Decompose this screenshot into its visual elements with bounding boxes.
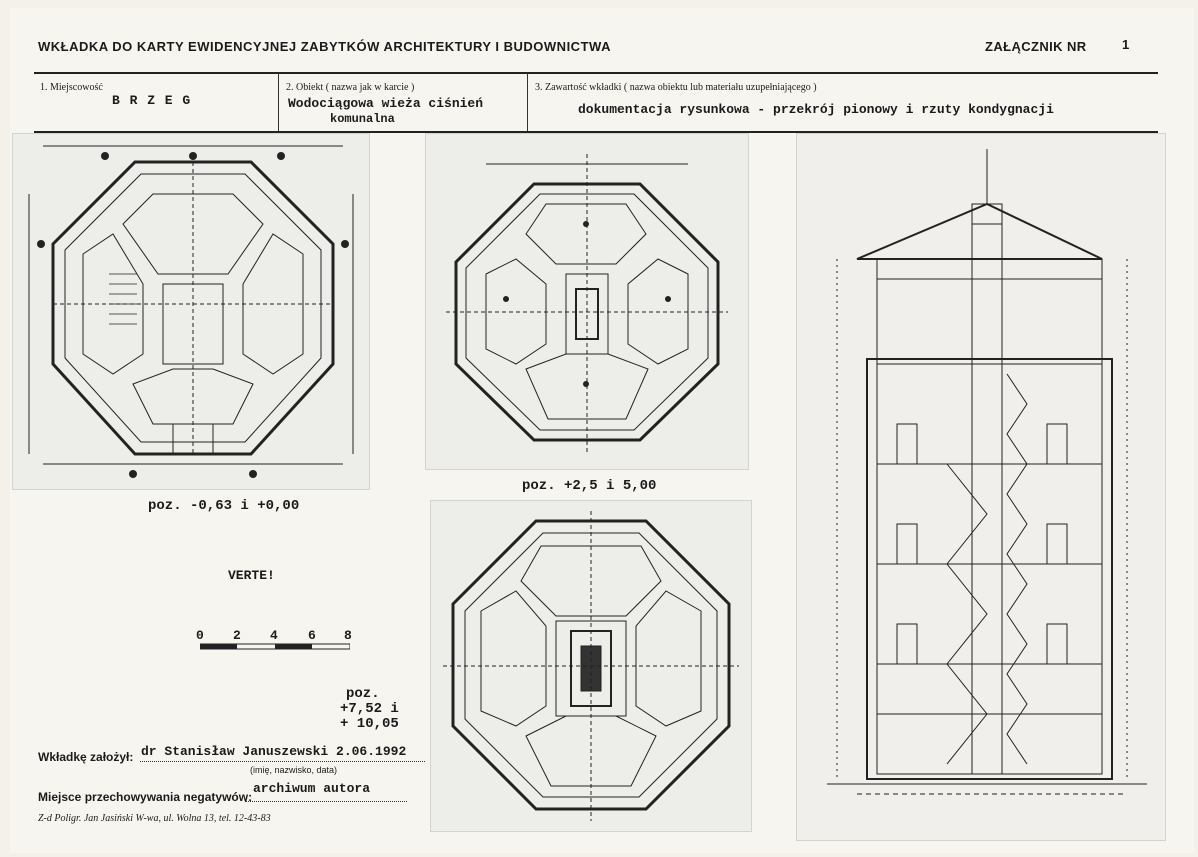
place-label: 1. Miejscowość [40,82,103,93]
floor-plan-first [425,133,749,470]
object-value-line2: komunalna [330,112,395,126]
floor-plan-upper-drawing [443,511,739,821]
scale-tick-6: 6 [308,628,316,643]
floor-plan-ground-drawing [28,145,354,478]
floor-plan-upper-caption-1: poz. [346,686,380,702]
header-rule-top [34,72,1158,74]
floor-plan-upper-caption-3: + 10,05 [340,716,399,732]
floor-plan-ground [12,133,370,490]
floor-plan-ground-caption: poz. -0,63 i +0,00 [148,498,300,514]
field-divider-1 [278,73,279,131]
object-label: 2. Obiekt ( nazwa jak w karcie ) [286,82,415,93]
scale-tick-2: 2 [233,628,241,643]
founder-value: dr Stanisław Januszewski 2.06.1992 [141,744,407,759]
document-title: WKŁADKA DO KARTY EWIDENCYJNEJ ZABYTKÓW A… [38,39,611,54]
scale-bar: 0 2 4 6 8 [196,628,352,654]
content-value: dokumentacja rysunkowa - przekrój pionow… [578,102,1054,117]
scale-tick-4: 4 [270,628,278,643]
vertical-section-drawing [827,149,1147,795]
negatives-label: Miejsce przechowywania negatywów: [38,790,253,804]
annex-label: ZAŁĄCZNIK NR [985,39,1087,54]
negatives-dotted-line [245,801,407,802]
annex-number: 1 [1122,37,1130,52]
floor-plan-first-caption: poz. +2,5 i 5,00 [522,478,657,494]
founder-label: Wkładkę założył: [38,750,134,764]
printer-imprint: Z-d Poligr. Jan Jasiński W-wa, ul. Wolna… [38,813,271,824]
floor-plan-upper-caption-2: +7,52 i [340,701,399,717]
verte-stamp: VERTE! [228,568,275,583]
content-label: 3. Zawartość wkładki ( nazwa obiektu lub… [535,82,817,93]
field-divider-2 [527,73,528,131]
floor-plan-upper [430,500,752,832]
place-value: B R Z E G [112,93,192,108]
founder-hint: (imię, nazwisko, data) [250,765,338,775]
founder-dotted-line [140,761,425,762]
vertical-section [796,133,1166,841]
object-value-line1: Wodociągowa wieża ciśnień [288,96,484,111]
scale-tick-0: 0 [196,628,204,643]
scale-tick-8: 8 [344,628,352,643]
floor-plan-first-drawing [446,154,728,454]
header-rule-bottom [34,131,1158,133]
negatives-value: archiwum autora [253,781,371,796]
